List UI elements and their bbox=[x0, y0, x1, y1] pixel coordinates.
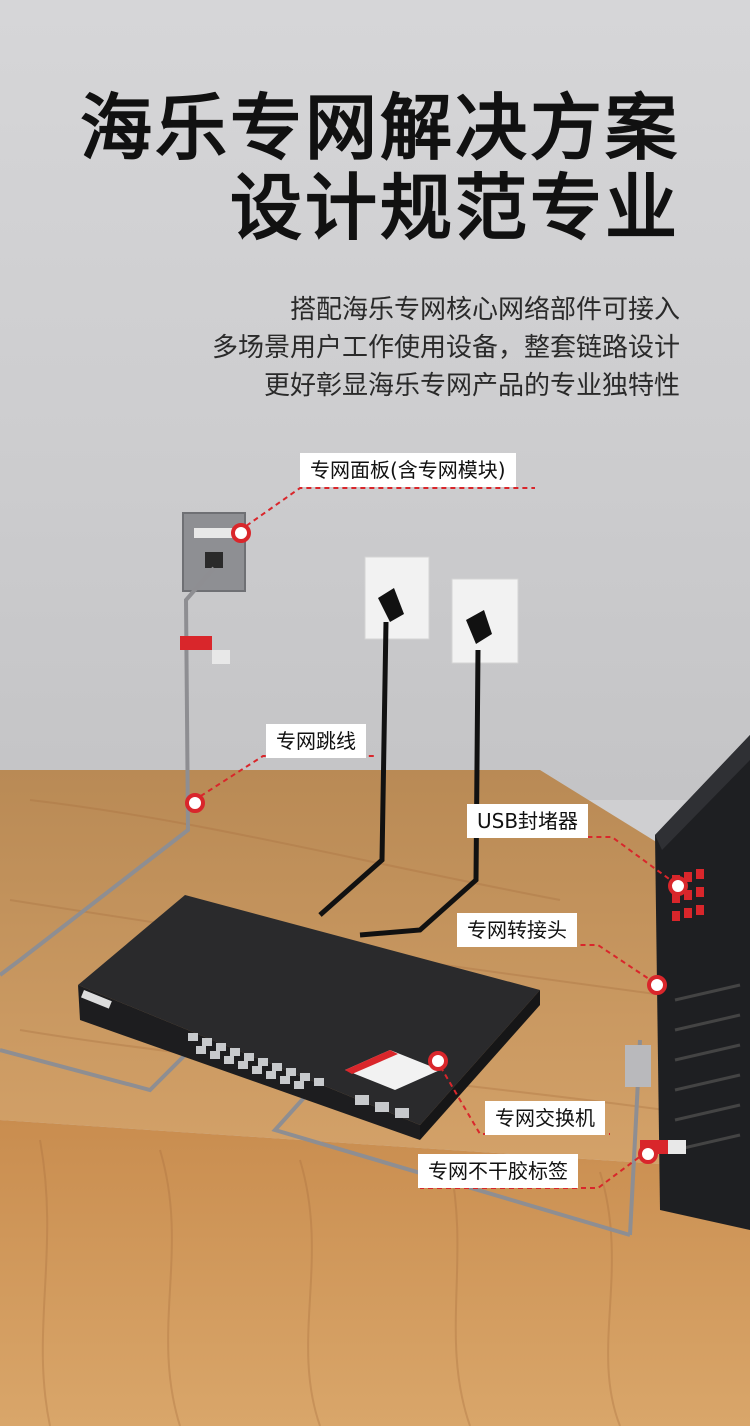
panel-label-sticker bbox=[194, 528, 234, 538]
headline-line-2: 设计规范专业 bbox=[229, 166, 680, 250]
computer-tower bbox=[655, 735, 750, 1230]
wall-background bbox=[0, 0, 750, 800]
description-line-2: 多场景用户工作使用设备，整套链路设计 bbox=[211, 333, 680, 363]
adapter-callout-dot bbox=[647, 975, 667, 995]
callout-patch-cable: 专网跳线 bbox=[266, 724, 366, 758]
panel-port bbox=[205, 552, 223, 568]
callout-panel: 专网面板(含专网模块) bbox=[300, 453, 516, 487]
description-line-1: 搭配海乐专网核心网络部件可接入 bbox=[289, 295, 680, 325]
power-socket-left bbox=[364, 556, 430, 640]
switch-ports bbox=[188, 1033, 409, 1118]
network-adapter bbox=[625, 1045, 651, 1087]
power-plug-left bbox=[378, 588, 404, 622]
network-switch-front bbox=[78, 985, 420, 1140]
headline-line-1: 海乐专网解决方案 bbox=[79, 86, 680, 170]
callout-adapter: 专网转接头 bbox=[457, 913, 577, 947]
desk-front bbox=[0, 1120, 750, 1426]
description-line-3: 更好彰显海乐专网产品的专业独特性 bbox=[263, 371, 680, 401]
callout-switch: 专网交换机 bbox=[485, 1101, 605, 1135]
switch-callout-dot bbox=[428, 1051, 448, 1071]
callout-usb-blocker: USB封堵器 bbox=[467, 804, 589, 838]
cable-tag-red bbox=[180, 636, 212, 650]
callout-label-tag: 专网不干胶标签 bbox=[418, 1154, 578, 1188]
usb-blocker-callout-dot bbox=[668, 876, 688, 896]
label-tag-callout-dot bbox=[638, 1144, 658, 1164]
patch-cable-line bbox=[18, 566, 216, 962]
panel-callout-dot bbox=[231, 523, 251, 543]
power-plug-right bbox=[466, 610, 492, 644]
patch-cable-callout-dot bbox=[185, 793, 205, 813]
